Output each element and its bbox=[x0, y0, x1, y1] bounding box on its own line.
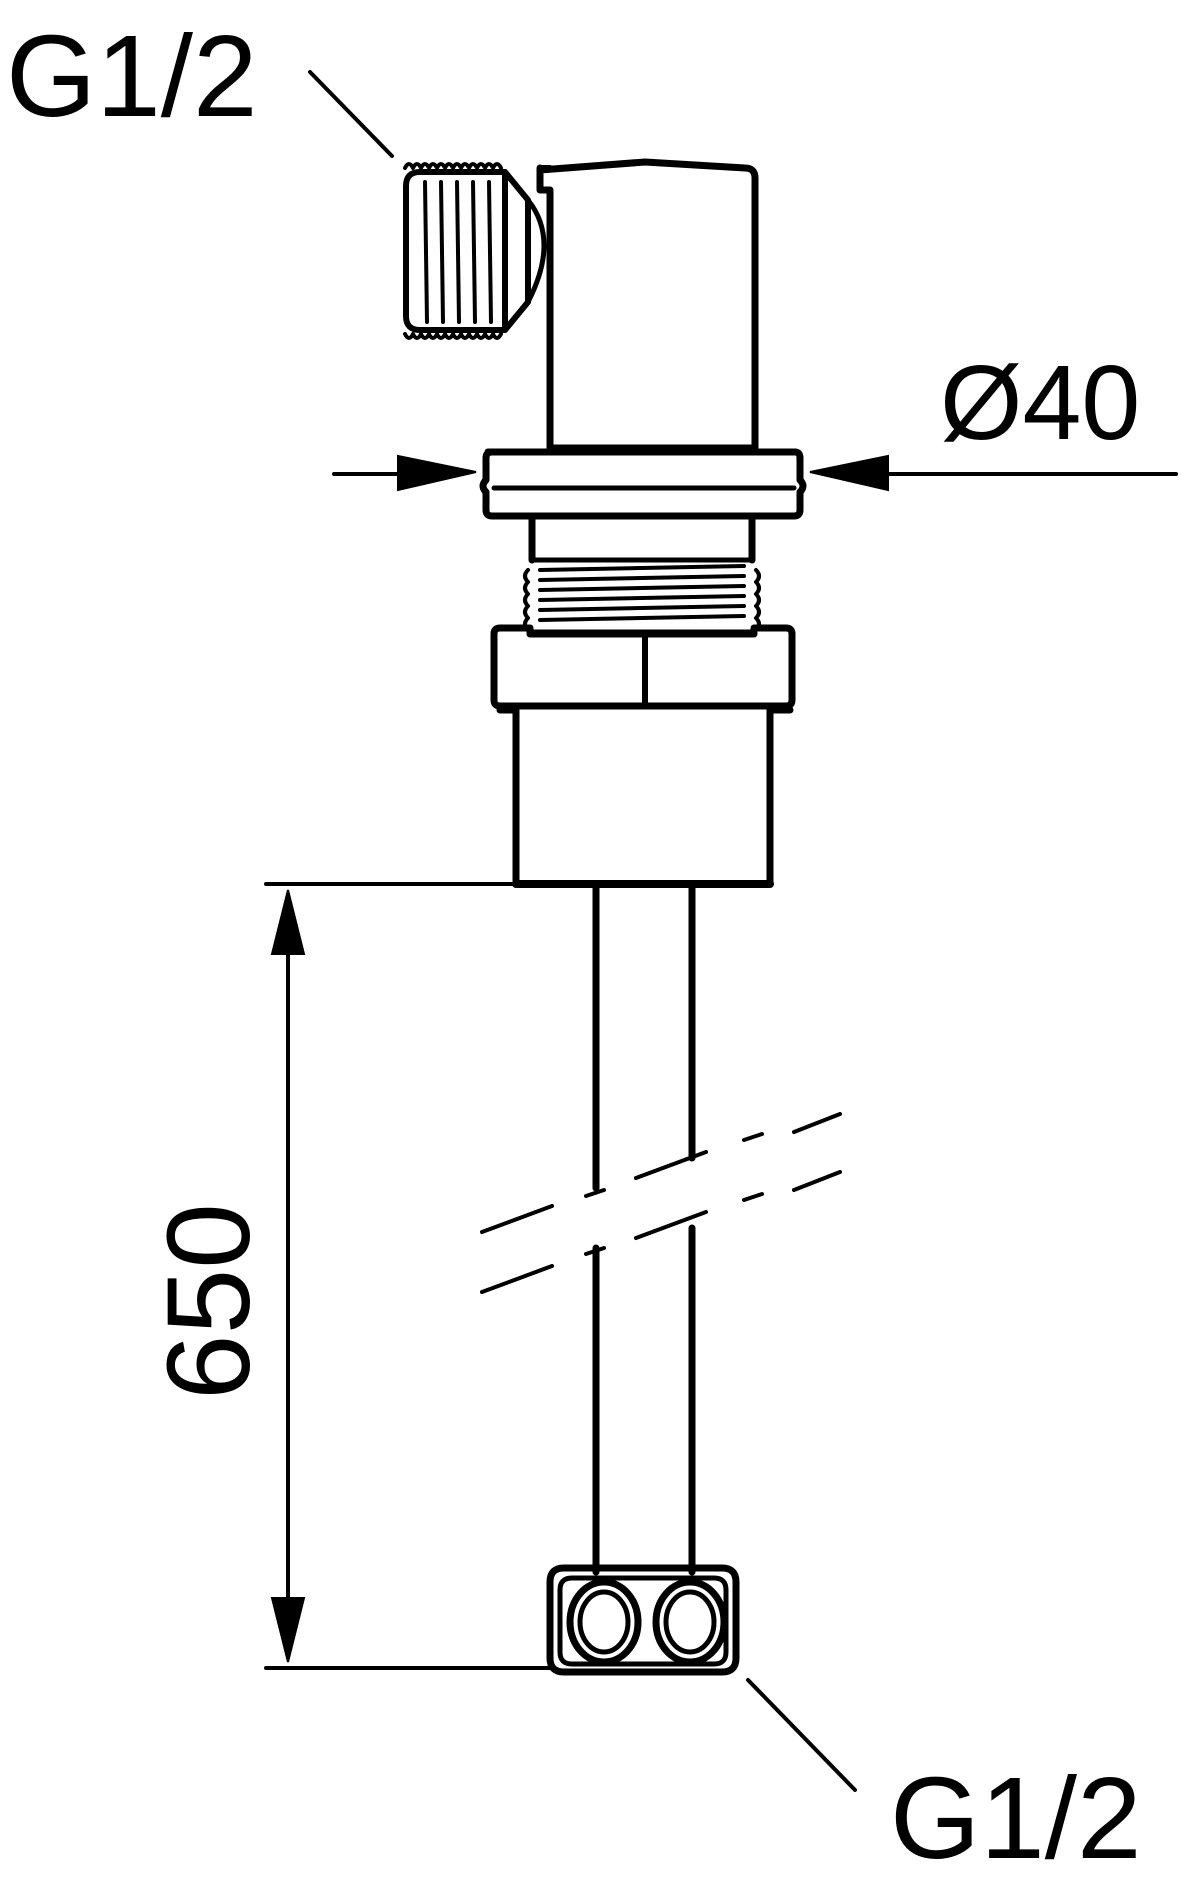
diameter-label: Ø40 bbox=[940, 344, 1141, 462]
inlet-leader-line bbox=[308, 70, 394, 158]
outlet-connector bbox=[546, 1564, 740, 1676]
threaded-inlet bbox=[403, 162, 547, 340]
length-dimension bbox=[264, 882, 552, 1670]
valve-body bbox=[536, 158, 759, 452]
flexible-hose bbox=[592, 884, 696, 1576]
break-symbol bbox=[480, 1112, 842, 1294]
outlet-thread-label: G1/2 bbox=[890, 1753, 1142, 1883]
diameter-arrow-left bbox=[397, 454, 477, 492]
lower-body bbox=[496, 706, 794, 888]
diameter-dimension bbox=[332, 454, 1178, 492]
length-arrow-bottom bbox=[270, 1597, 306, 1663]
threaded-stem bbox=[523, 512, 761, 635]
outlet-leader-line bbox=[746, 1678, 857, 1792]
length-label: 650 bbox=[143, 1203, 275, 1400]
inlet-thread-label: G1/2 bbox=[6, 11, 258, 141]
length-arrow-top bbox=[270, 889, 306, 955]
collar-flange bbox=[479, 448, 807, 520]
hex-nut bbox=[490, 624, 796, 710]
diameter-arrow-right bbox=[809, 454, 889, 492]
